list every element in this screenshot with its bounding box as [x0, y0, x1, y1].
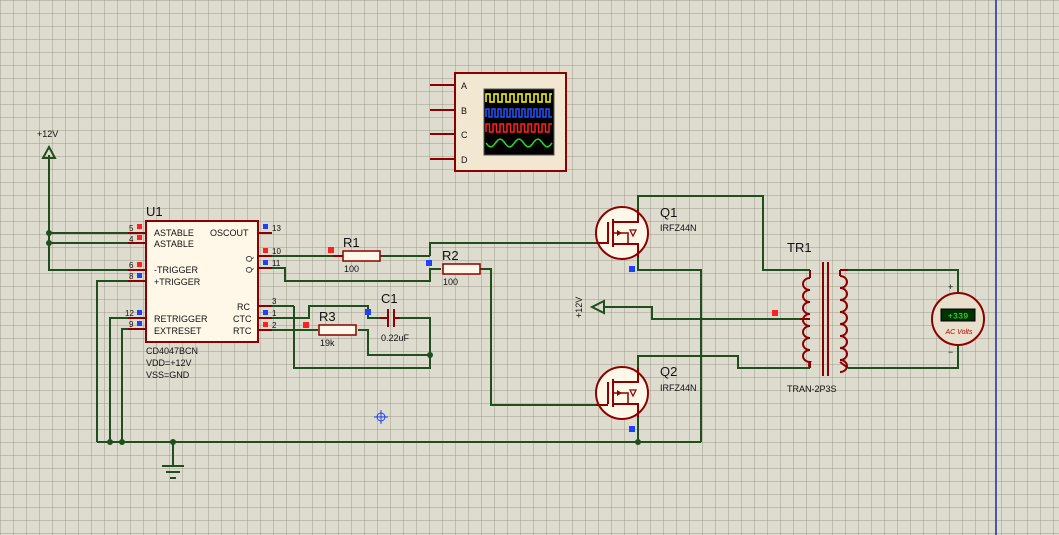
u1-pin-num: 10	[272, 247, 281, 256]
probe-crosshair[interactable]	[374, 410, 388, 424]
u1-vdd: VDD=+12V	[146, 358, 192, 368]
power-right-label: +12V	[574, 297, 584, 318]
u1-pin-name: EXTRESET	[154, 326, 202, 336]
r3-value: 19k	[320, 338, 335, 348]
power-terminal-right[interactable]: +12V	[574, 297, 605, 318]
tr1-ref: TR1	[787, 240, 812, 255]
r1-value: 100	[344, 264, 359, 274]
ac-voltmeter[interactable]: +339 AC Volts + −	[931, 282, 985, 357]
u1-pin-num: 8	[129, 272, 134, 281]
u1-pin-num: 6	[129, 261, 134, 270]
junctions	[46, 230, 641, 445]
c1-ref: C1	[381, 291, 398, 306]
scope-traces	[485, 93, 553, 148]
q2-part: IRFZ44N	[660, 383, 697, 393]
ground-symbol[interactable]	[162, 465, 184, 479]
r1-resistor[interactable]: R1 100	[333, 235, 381, 274]
q2-mosfet[interactable]: Q2 IRFZ44N	[595, 364, 697, 420]
u1-pin-name: ASTABLE	[154, 239, 194, 249]
q1-mosfet[interactable]: Q1 IRFZ44N	[595, 205, 697, 260]
u1-pin-name: OSCOUT	[210, 228, 249, 238]
oscilloscope[interactable]: A B C D	[430, 72, 567, 172]
u1-pin-num: 2	[272, 321, 277, 330]
scope-trace	[485, 108, 552, 118]
r2-ref: R2	[442, 248, 459, 263]
r3-resistor[interactable]: R3 19k	[318, 309, 357, 348]
u1-pin-num: 12	[125, 309, 134, 318]
u1-part: CD4047BCN	[146, 346, 198, 356]
r3-ref: R3	[319, 309, 336, 324]
u1-pin-name: CTC	[233, 314, 252, 324]
scope-channel-d: D	[461, 155, 468, 165]
u1-ref: U1	[146, 204, 163, 219]
c1-capacitor[interactable]: C1 0.22uF	[380, 291, 410, 343]
u1-pin-num: 4	[129, 235, 134, 244]
q1-ref: Q1	[660, 205, 677, 220]
u1-pin-name: RTC	[233, 326, 252, 336]
u1-pin-num: 11	[272, 259, 281, 268]
u1-chip[interactable]: U1 5 4 6 8 12 9 ASTABLE ASTABLE -TRIGGER…	[125, 204, 281, 380]
u1-pin-name: Q	[245, 256, 254, 262]
tr1-transformer[interactable]	[800, 262, 849, 376]
u1-pin-name: Q	[245, 267, 254, 273]
r2-value: 100	[443, 277, 458, 287]
scope-channel-b: B	[461, 106, 467, 116]
tr1-part: TRAN-2P3S	[787, 384, 837, 394]
scope-channel-c: C	[461, 130, 468, 140]
q1-part: IRFZ44N	[660, 223, 697, 233]
u1-pin-num: 5	[129, 224, 134, 233]
u1-pin-name: ASTABLE	[154, 228, 194, 238]
u1-pin-name: RETRIGGER	[154, 314, 208, 324]
u1-pin-num: 13	[272, 224, 281, 233]
pin-state-markers	[137, 224, 778, 432]
u1-pin-num: 3	[272, 297, 277, 306]
scope-trace	[485, 93, 552, 103]
r1-ref: R1	[343, 235, 360, 250]
u1-vss: VSS=GND	[146, 370, 190, 380]
u1-pin-name: RC	[237, 302, 250, 312]
voltmeter-minus: −	[948, 347, 953, 357]
u1-pin-name: -TRIGGER	[154, 265, 198, 275]
power-terminal-left[interactable]: +12V	[37, 129, 58, 159]
u1-pin-num: 9	[129, 320, 134, 329]
u1-pin-num: 1	[272, 309, 277, 318]
scope-channel-a: A	[461, 81, 467, 91]
voltmeter-label: AC Volts	[945, 329, 973, 336]
power-left-label: +12V	[37, 129, 58, 139]
r2-resistor[interactable]: R2 100	[442, 248, 481, 287]
scope-trace	[485, 138, 553, 148]
voltmeter-plus: +	[948, 282, 953, 292]
q2-ref: Q2	[660, 364, 677, 379]
c1-value: 0.22uF	[381, 333, 410, 343]
voltmeter-reading: +339	[948, 312, 968, 322]
u1-pin-name: +TRIGGER	[154, 277, 201, 287]
scope-trace	[485, 123, 552, 133]
